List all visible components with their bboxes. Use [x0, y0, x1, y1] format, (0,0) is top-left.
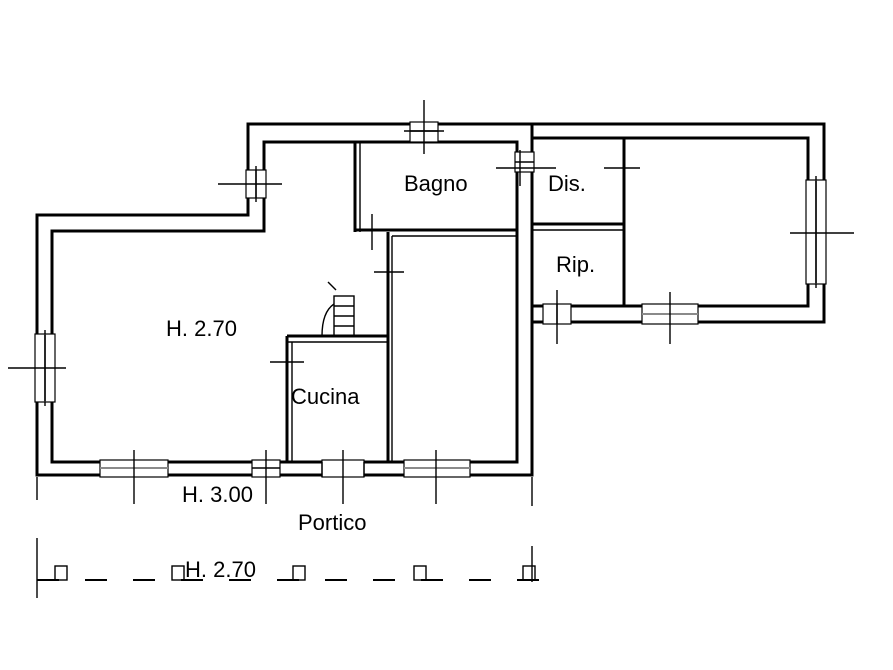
label-portico-height: H. 3.00: [182, 482, 253, 507]
interior-walls: [285, 138, 626, 462]
label-dis: Dis.: [548, 171, 586, 196]
stair-symbol: [321, 281, 355, 337]
label-rip: Rip.: [556, 252, 595, 277]
portico-outline: [36, 477, 545, 598]
label-bagno: Bagno: [404, 171, 468, 196]
crosshair-marks: [8, 100, 854, 504]
label-portico: Portico: [298, 510, 366, 535]
label-outer-height: H. 2.70: [185, 557, 256, 582]
label-cucina: Cucina: [291, 384, 360, 409]
label-main-height: H. 2.70: [166, 316, 237, 341]
